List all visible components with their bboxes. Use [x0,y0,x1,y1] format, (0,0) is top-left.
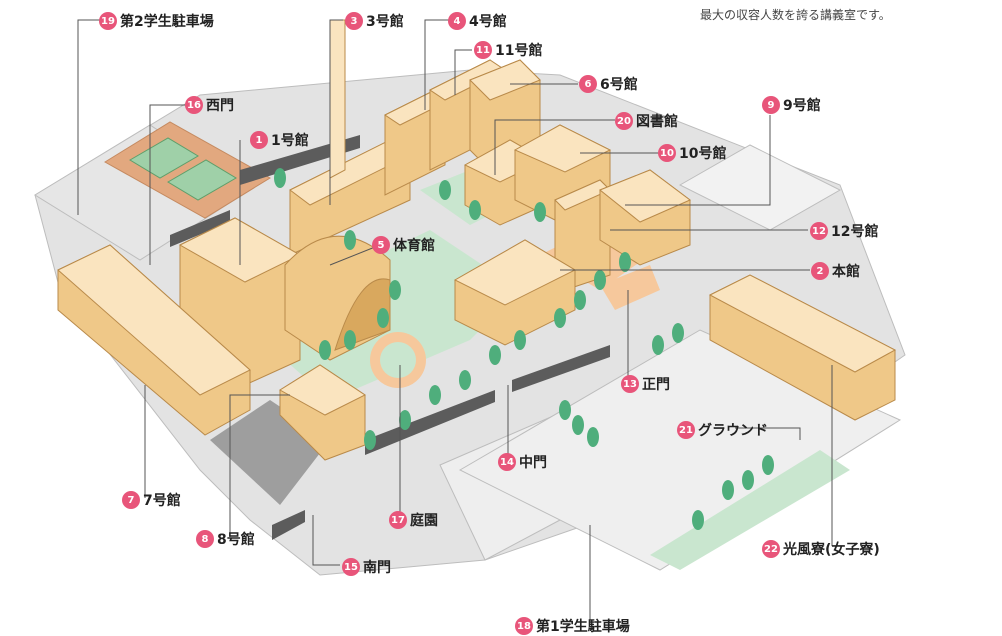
badge-6: 6 [579,75,597,93]
label-text-8: 8号館 [217,532,255,548]
badge-5: 5 [372,236,390,254]
walls [170,135,610,540]
label-text-22: 光風寮(女子寮) [783,542,880,558]
badge-4: 4 [448,12,466,30]
label-text-19: 第2学生駐車場 [120,14,214,30]
badge-21: 21 [677,421,695,439]
badge-9: 9 [762,96,780,114]
label-17[interactable]: 17 庭園 [389,510,438,530]
badge-17: 17 [389,511,407,529]
badge-3: 3 [345,12,363,30]
badge-14: 14 [498,453,516,471]
label-18[interactable]: 18 第1学生駐車場 [515,616,630,636]
south-green [650,450,850,570]
label-15[interactable]: 15 南門 [342,557,391,577]
label-text-7: 7号館 [143,493,181,509]
label-22[interactable]: 22 光風寮(女子寮) [762,539,880,559]
badge-20: 20 [615,112,633,130]
label-text-11: 11号館 [495,43,543,59]
label-text-10: 10号館 [679,146,727,162]
label-text-6: 6号館 [600,77,638,93]
label-text-2: 本館 [832,264,860,280]
label-text-3: 3号館 [366,14,404,30]
garden-center [380,342,416,378]
badge-13: 13 [621,375,639,393]
label-9[interactable]: 9 9号館 [762,95,821,115]
label-16[interactable]: 16 西門 [185,95,234,115]
tennis-court [104,121,271,219]
trees [274,168,774,530]
label-text-13: 正門 [642,377,670,393]
caption-text: 最大の収容人数を誇る講義室です。 [700,8,891,22]
label-text-21: グラウンド [698,423,768,439]
label-1[interactable]: 1 1号館 [250,130,309,150]
label-21[interactable]: 21 グラウンド [677,420,768,440]
label-text-12: 12号館 [831,224,879,240]
label-text-5: 体育館 [393,238,435,254]
badge-16: 16 [185,96,203,114]
badge-12: 12 [810,222,828,240]
leader-lines [77,19,833,625]
label-8[interactable]: 8 8号館 [196,529,255,549]
label-text-14: 中門 [519,455,547,471]
label-20[interactable]: 20 図書館 [615,111,678,131]
badge-18: 18 [515,617,533,635]
label-text-20: 図書館 [636,114,678,130]
label-7[interactable]: 7 7号館 [122,490,181,510]
label-14[interactable]: 14 中門 [498,452,547,472]
label-text-16: 西門 [206,98,234,114]
badge-11: 11 [474,41,492,59]
badge-15: 15 [342,558,360,576]
gate-path [600,265,660,310]
label-3[interactable]: 3 3号館 [345,11,404,31]
label-2[interactable]: 2 本館 [811,261,860,281]
label-13[interactable]: 13 正門 [621,374,670,394]
label-5[interactable]: 5 体育館 [372,235,435,255]
badge-1: 1 [250,131,268,149]
label-text-4: 4号館 [469,14,507,30]
label-text-15: 南門 [363,560,391,576]
badge-7: 7 [122,491,140,509]
label-12[interactable]: 12 12号館 [810,221,878,241]
label-11[interactable]: 11 11号館 [474,40,542,60]
label-text-17: 庭園 [410,513,438,529]
badge-10: 10 [658,144,676,162]
buildings [57,19,897,461]
badge-22: 22 [762,540,780,558]
badge-2: 2 [811,262,829,280]
label-10[interactable]: 10 10号館 [658,143,726,163]
label-text-1: 1号館 [271,133,309,149]
sports-ground [458,329,902,571]
label-6[interactable]: 6 6号館 [579,74,638,94]
lot-9 [678,144,842,231]
badge-8: 8 [196,530,214,548]
label-text-18: 第1学生駐車場 [536,619,630,635]
label-4[interactable]: 4 4号館 [448,11,507,31]
label-text-9: 9号館 [783,98,821,114]
badge-19: 19 [99,12,117,30]
label-19[interactable]: 19 第2学生駐車場 [99,11,214,31]
